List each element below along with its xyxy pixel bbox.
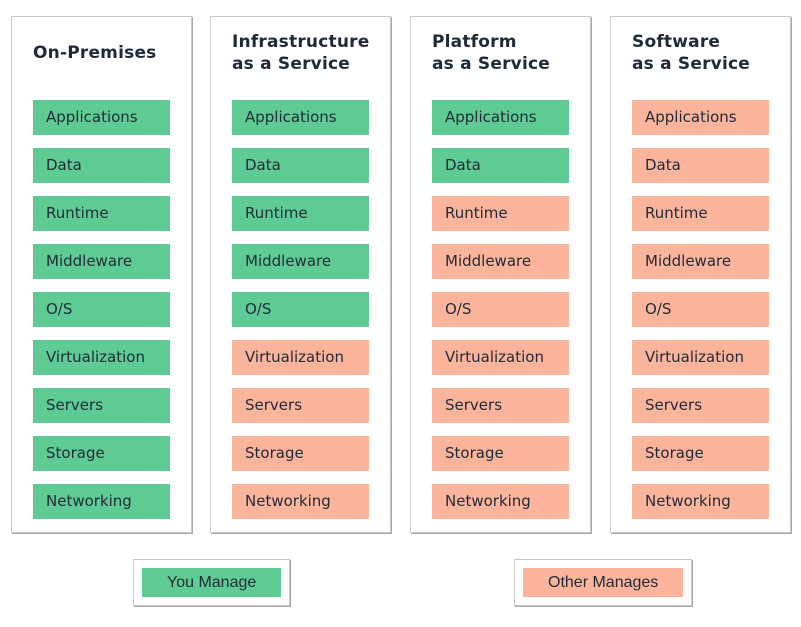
layer-chip-middleware: Middleware	[33, 244, 170, 279]
layer-chip-data: Data	[232, 148, 369, 183]
layer-chip-storage: Storage	[632, 436, 769, 471]
layer-chip-runtime: Runtime	[33, 196, 170, 231]
layer-chip-networking: Networking	[632, 484, 769, 519]
layer-chip-virtualization: Virtualization	[432, 340, 569, 375]
layer-chip-os: O/S	[432, 292, 569, 327]
layer-chip-runtime: Runtime	[632, 196, 769, 231]
layer-chip-middleware: Middleware	[432, 244, 569, 279]
layer-chip-os: O/S	[232, 292, 369, 327]
layer-chip-runtime: Runtime	[232, 196, 369, 231]
layer-chip-virtualization: Virtualization	[33, 340, 170, 375]
layer-chip-applications: Applications	[33, 100, 170, 135]
layer-chip-os: O/S	[632, 292, 769, 327]
column-title: Platform as a Service	[432, 32, 550, 74]
layer-chip-middleware: Middleware	[232, 244, 369, 279]
layer-chip-networking: Networking	[33, 484, 170, 519]
layer-chip-storage: Storage	[232, 436, 369, 471]
layer-chip-storage: Storage	[432, 436, 569, 471]
layer-chip-applications: Applications	[632, 100, 769, 135]
layer-chip-middleware: Middleware	[632, 244, 769, 279]
column-infrastructure-as-a-service: Infrastructure as a Service Applications…	[210, 16, 391, 533]
legend-you-manage: You Manage	[133, 559, 291, 606]
legend-you-manage-label: You Manage	[142, 568, 282, 597]
legend-other-manages: Other Manages	[514, 559, 693, 606]
layer-chip-servers: Servers	[33, 388, 170, 423]
layer-chip-data: Data	[432, 148, 569, 183]
column-software-as-a-service: Software as a Service Applications Data …	[610, 16, 791, 533]
layer-chip-applications: Applications	[232, 100, 369, 135]
layer-chip-data: Data	[33, 148, 170, 183]
column-title: Software as a Service	[632, 32, 750, 74]
layer-chip-virtualization: Virtualization	[632, 340, 769, 375]
layer-chip-data: Data	[632, 148, 769, 183]
layer-chip-networking: Networking	[432, 484, 569, 519]
layer-chip-os: O/S	[33, 292, 170, 327]
legend-other-manages-label: Other Manages	[523, 568, 684, 597]
column-title: On-Premises	[33, 43, 157, 64]
layer-chip-storage: Storage	[33, 436, 170, 471]
layer-chip-virtualization: Virtualization	[232, 340, 369, 375]
layer-chip-servers: Servers	[432, 388, 569, 423]
column-title: Infrastructure as a Service	[232, 32, 370, 74]
layer-chip-servers: Servers	[232, 388, 369, 423]
layer-chip-runtime: Runtime	[432, 196, 569, 231]
column-on-premises: On-Premises Applications Data Runtime Mi…	[11, 16, 192, 533]
layer-chip-applications: Applications	[432, 100, 569, 135]
layer-chip-servers: Servers	[632, 388, 769, 423]
column-platform-as-a-service: Platform as a Service Applications Data …	[410, 16, 591, 533]
layer-chip-networking: Networking	[232, 484, 369, 519]
